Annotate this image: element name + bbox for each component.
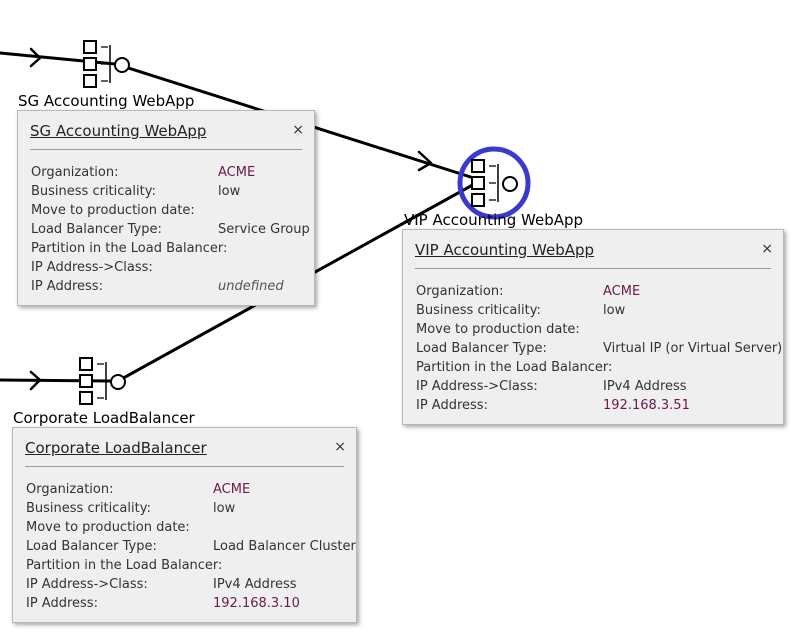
attribute-value: low [603,303,626,318]
attribute-label: IP Address->Class: [416,379,538,394]
close-icon[interactable]: × [334,439,346,455]
attribute-label: Move to production date: [31,203,195,218]
attribute-label: IP Address: [31,279,103,294]
attribute-row: Load Balancer Type: Virtual IP (or Virtua… [416,339,782,358]
attribute-label: IP Address: [26,596,98,611]
card-divider [415,268,771,269]
attribute-row: Move to production date: [26,518,350,537]
attribute-row: IP Address: 192.168.3.10 [26,594,350,613]
card-title-link[interactable]: SG Accounting WebApp [30,122,207,140]
attribute-row: IP Address->Class: [31,258,308,277]
attribute-row: Partition in the Load Balancer: [26,556,350,575]
attribute-value: Load Balancer Cluster [213,539,356,554]
edge-incoming-sg [0,51,117,66]
attribute-value[interactable]: ACME [213,482,251,497]
attribute-label: Business criticality: [31,184,156,199]
attribute-label: Move to production date: [416,322,580,337]
attribute-row: IP Address->Class: IPv4 Address [26,575,350,594]
card-attributes: Organization: ACME Business criticality: lo… [31,163,310,296]
card-divider [30,149,302,150]
load-balancer-icon [83,40,130,88]
node-label-vip[interactable]: VIP Accounting WebApp [404,211,584,229]
attribute-label: Load Balancer Type: [31,222,162,237]
attribute-value: undefined [218,279,284,294]
attribute-row: IP Address: 192.168.3.51 [416,396,777,415]
attribute-label: IP Address: [416,398,488,413]
attribute-label: Load Balancer Type: [26,539,157,554]
node-label-lb[interactable]: Corporate LoadBalancer [13,409,195,427]
card-attributes: Organization: ACME Business criticality: lo… [416,282,782,415]
attribute-label: IP Address->Class: [31,260,153,275]
attribute-value[interactable]: ACME [218,165,256,180]
attribute-row: Organization: ACME [31,163,308,182]
attribute-label: Load Balancer Type: [416,341,547,356]
attribute-label: Partition in the Load Balancer: [31,241,228,256]
close-icon[interactable]: × [761,241,773,257]
attribute-row: Load Balancer Type: Load Balancer Cluster [26,537,356,556]
attribute-label: Organization: [31,165,119,180]
arrowhead-sg-vip [417,150,433,172]
attribute-value: Virtual IP (or Virtual Server) [603,341,783,356]
attribute-value: low [213,501,236,516]
attribute-label: Partition in the Load Balancer: [26,558,223,573]
attribute-row: Move to production date: [416,320,777,339]
node-label-sg[interactable]: SG Accounting WebApp [18,92,195,110]
attribute-row: Partition in the Load Balancer: [416,358,777,377]
attribute-value: Service Group [218,222,310,237]
card-title-link[interactable]: Corporate LoadBalancer [25,439,207,457]
selection-ring [457,146,531,220]
attribute-row: Business criticality: low [416,301,777,320]
tooltip-card-lb: Corporate LoadBalancer × Organization: AC… [12,427,357,623]
edge-incoming-lb [0,378,112,383]
attribute-row: Business criticality: low [26,499,350,518]
attribute-value[interactable]: 192.168.3.51 [603,398,690,413]
attribute-row: Organization: ACME [26,480,350,499]
tooltip-card-vip: VIP Accounting WebApp × Organization: ACM… [402,229,784,425]
attribute-value: low [218,184,241,199]
attribute-value: IPv4 Address [603,379,687,394]
card-divider [25,466,344,467]
card-title-link[interactable]: VIP Accounting WebApp [415,241,595,259]
close-icon[interactable]: × [292,122,304,138]
load-balancer-icon [471,159,518,207]
attribute-label: IP Address->Class: [26,577,148,592]
arrowhead-incoming-sg [29,47,42,68]
attribute-label: Organization: [416,284,504,299]
attribute-value[interactable]: ACME [603,284,641,299]
attribute-row: Business criticality: low [31,182,308,201]
attribute-row: Load Balancer Type: Service Group [31,220,310,239]
attribute-label: Move to production date: [26,520,190,535]
attribute-row: IP Address->Class: IPv4 Address [416,377,777,396]
attribute-label: Organization: [26,482,114,497]
attribute-label: Business criticality: [26,501,151,516]
tooltip-card-sg: SG Accounting WebApp × Organization: ACME… [17,110,315,306]
attribute-value: IPv4 Address [213,577,297,592]
edge-arrowheads [29,47,433,391]
attribute-row: Partition in the Load Balancer: [31,239,308,258]
attribute-value[interactable]: 192.168.3.10 [213,596,300,611]
attribute-row: IP Address: undefined [31,277,308,296]
card-attributes: Organization: ACME Business criticality: lo… [26,480,356,613]
attribute-label: Partition in the Load Balancer: [416,360,613,375]
load-balancer-icon [79,357,126,405]
arrowhead-incoming-lb [29,370,42,391]
attribute-row: Move to production date: [31,201,308,220]
attribute-row: Organization: ACME [416,282,777,301]
attribute-label: Business criticality: [416,303,541,318]
